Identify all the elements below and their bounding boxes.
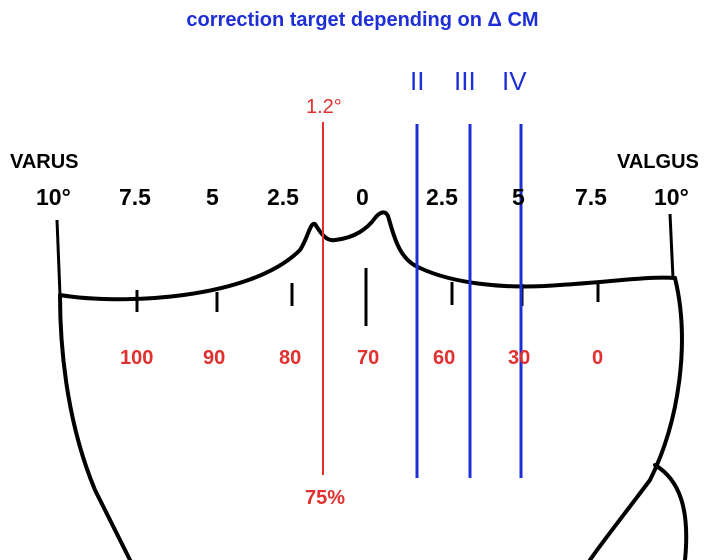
degree-label: 5: [206, 184, 219, 210]
degree-label: 2.5: [267, 184, 299, 210]
percent-label: 80: [279, 347, 302, 369]
valgus-marker-line: [668, 213, 675, 279]
degree-label: 0: [356, 184, 369, 210]
varus-label: VARUS: [10, 151, 79, 173]
degree-label: 10°: [654, 184, 689, 210]
degree-label: 7.5: [575, 184, 607, 210]
tibial-plateau-outline: [58, 210, 677, 302]
varus-marker-line: [55, 219, 62, 296]
percent-label: 100: [120, 347, 154, 369]
left-bone-contour: [58, 293, 132, 560]
percent-label: 0: [592, 347, 604, 369]
degree-label: 7.5: [119, 184, 151, 210]
percent-label: 30: [508, 347, 531, 369]
degree-label: 10°: [36, 184, 71, 210]
right-bone-contour: [588, 276, 684, 560]
degree-label: 5: [512, 184, 525, 210]
percent-label: 60: [433, 347, 456, 369]
valgus-label: VALGUS: [617, 151, 699, 173]
zone-label-iii: III: [454, 66, 476, 96]
fibula-contour: [653, 463, 689, 560]
zone-label-iv: IV: [502, 66, 527, 96]
target-percent-label: 75%: [305, 487, 346, 509]
target-angle-label: 1.2°: [306, 96, 342, 118]
percent-label: 90: [203, 347, 226, 369]
diagram-title: correction target depending on Δ CM: [186, 9, 539, 31]
zone-label-ii: II: [410, 66, 425, 96]
percent-label: 70: [357, 347, 380, 369]
degree-label: 2.5: [426, 184, 458, 210]
